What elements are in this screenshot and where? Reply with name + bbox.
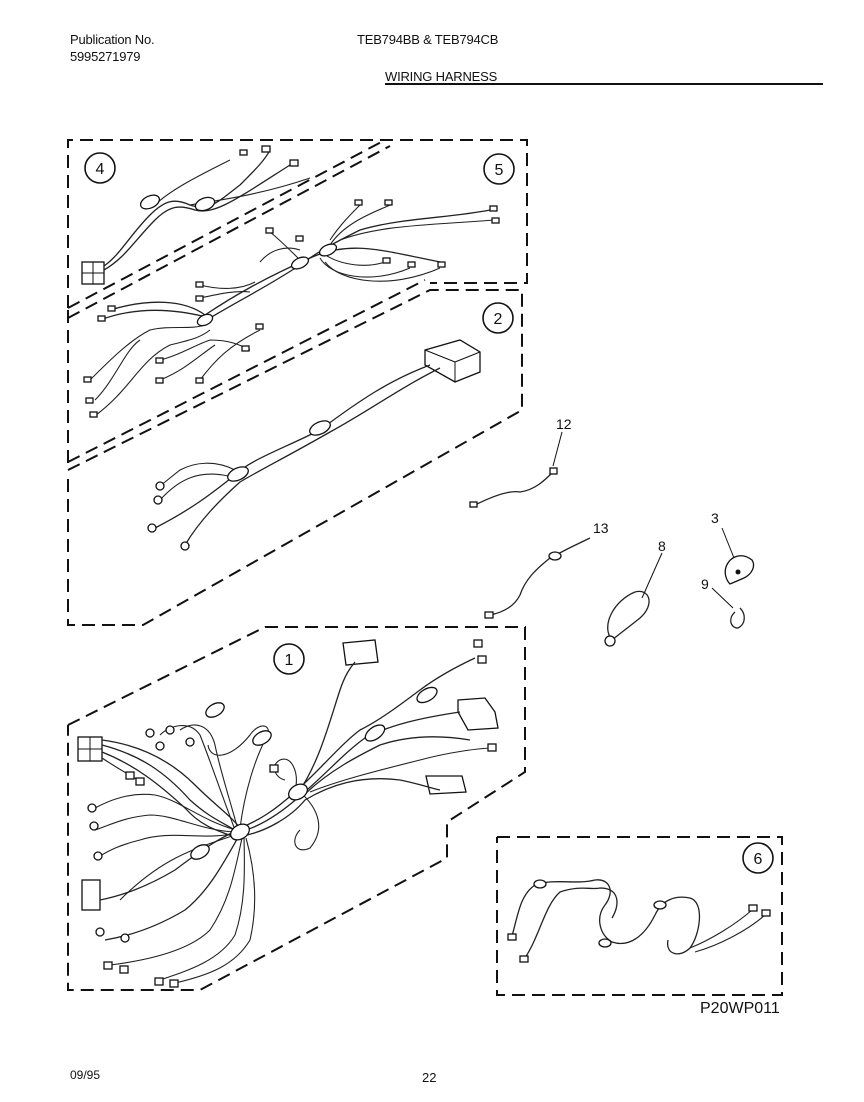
badge-1-text: 1 [285,652,294,669]
part-12-wire [469,431,563,508]
callout-badge-6: 6 [742,842,774,874]
callout-badge-4: 4 [84,152,116,184]
drawing-code: P20WP011 [700,1000,780,1017]
label-12: 12 [556,416,572,432]
badge-2-text: 2 [494,311,503,328]
model-numbers: TEB794BB & TEB794CB [357,32,499,47]
publication-label: Publication No. [70,32,155,47]
harness-2 [147,339,481,551]
part-9-clip [711,587,745,629]
badge-4-text: 4 [96,161,105,178]
callout-labels: 12 13 8 3 9 [556,416,719,592]
section-title: WIRING HARNESS [385,69,498,84]
label-8: 8 [658,538,666,554]
label-13: 13 [593,520,609,536]
callout-badge-2: 2 [482,302,514,334]
part-3-clamp [721,527,755,585]
part-8-ground-wire [604,552,663,647]
callout-badge-1: 1 [273,643,305,675]
harness-4-5-boundary [67,139,528,319]
label-3: 3 [711,510,719,526]
harness-4 [81,145,311,285]
harness-2-boundary [67,279,523,626]
harness-1 [77,639,499,988]
harness-6-boundary [496,836,783,996]
part-13-wire [484,537,591,619]
revision-date: 09/95 [70,1068,101,1082]
callout-badge-5: 5 [483,153,515,185]
harness-1-boundary [67,626,526,991]
harness-5 [83,199,500,418]
header-rule [385,83,823,85]
page-number: 22 [422,1070,437,1085]
badge-6-text: 6 [754,851,763,868]
badge-5-text: 5 [495,162,504,179]
publication-number: 5995271979 [70,49,141,64]
label-9: 9 [701,576,709,592]
harness-6 [507,879,771,963]
